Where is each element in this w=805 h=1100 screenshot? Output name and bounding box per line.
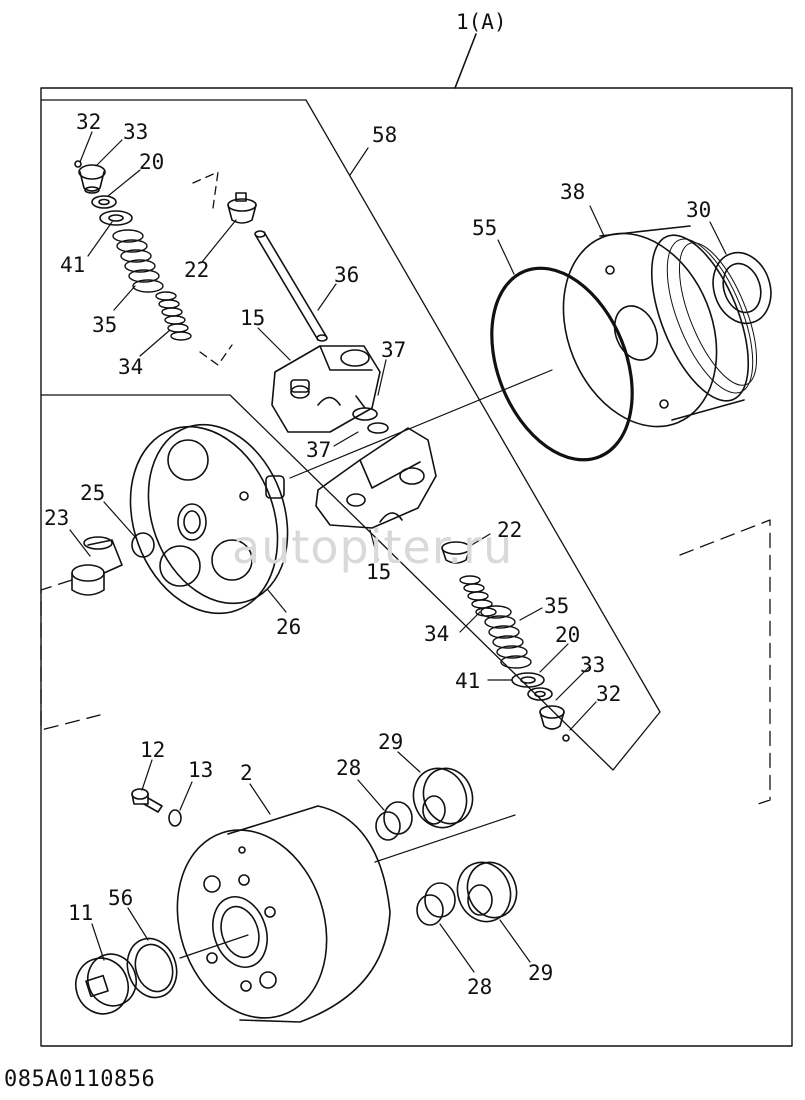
washer-small-part — [168, 809, 182, 827]
seal-ring-lower — [456, 861, 518, 923]
plug-part — [71, 536, 123, 596]
spring-small-part — [155, 291, 192, 341]
callout-12: 12 — [140, 738, 166, 762]
callout-41-lower: 41 — [455, 669, 481, 693]
seal-ring-upper — [412, 767, 474, 829]
spring-large-part — [112, 229, 164, 293]
callout-22: 22 — [184, 258, 210, 282]
callout-15: 15 — [240, 306, 266, 330]
break-line-top — [192, 171, 219, 209]
valve-cap-part — [74, 160, 106, 194]
callout-26: 26 — [276, 615, 302, 639]
callout-25: 25 — [80, 481, 106, 505]
callout-37-lower: 37 — [306, 438, 332, 462]
shim-lower — [511, 672, 545, 688]
outer-frame — [40, 87, 793, 1047]
axis-line-lower — [374, 814, 516, 863]
callout-33: 33 — [123, 120, 149, 144]
callout-28-lower: 28 — [467, 975, 493, 999]
callout-58: 58 — [372, 123, 398, 147]
oil-seal-part — [712, 251, 772, 325]
callout-36: 36 — [334, 263, 360, 287]
valve-seat-part — [227, 192, 257, 224]
callout-32-lower: 32 — [596, 682, 622, 706]
callout-11: 11 — [68, 901, 94, 925]
valve-body-upper — [271, 345, 381, 433]
shim-part — [99, 210, 133, 226]
callout-20-lower: 20 — [555, 623, 581, 647]
callout-28: 28 — [336, 756, 362, 780]
axis-line — [289, 369, 553, 479]
callout-38: 38 — [560, 180, 586, 204]
gasket-part — [126, 937, 178, 999]
callout-35-lower: 35 — [544, 594, 570, 618]
callout-29: 29 — [378, 730, 404, 754]
pin-rod-part — [254, 230, 328, 342]
washer-part — [91, 195, 117, 209]
callout-2: 2 — [240, 761, 253, 785]
document-code: 085A0110856 — [4, 1067, 156, 1092]
axis-line-plug — [179, 934, 249, 959]
callout-29-lower: 29 — [528, 961, 554, 985]
callout-13: 13 — [188, 758, 214, 782]
callout-20: 20 — [139, 150, 165, 174]
callout-34: 34 — [118, 355, 144, 379]
end-cover-part — [562, 225, 758, 428]
assembly-leader — [454, 33, 477, 89]
end-plug-part — [75, 953, 137, 1015]
callout-37: 37 — [381, 338, 407, 362]
bolt-part — [131, 788, 163, 813]
callout-23: 23 — [44, 506, 70, 530]
callout-30: 30 — [686, 198, 712, 222]
o-ring-small-part — [131, 532, 155, 558]
callout-55: 55 — [472, 216, 498, 240]
callout-34-lower: 34 — [424, 622, 450, 646]
watermark-text: autopiter.ru — [232, 520, 514, 574]
valve-body-lower — [315, 427, 437, 529]
piston-lower — [416, 882, 456, 926]
callout-22-lower: 22 — [497, 518, 523, 542]
callout-32: 32 — [76, 110, 102, 134]
o-ring-part — [490, 266, 634, 462]
spring-small-lower — [459, 575, 497, 617]
valve-seat-lower — [441, 541, 471, 564]
callout-41: 41 — [60, 253, 86, 277]
valve-cap-lower — [539, 705, 570, 742]
ball-seat-parts — [352, 395, 389, 434]
pump-housing-part — [176, 805, 391, 1023]
break-line-right — [679, 519, 771, 807]
callout-33-lower: 33 — [580, 653, 606, 677]
spring-large-lower — [480, 605, 532, 669]
break-line-left — [40, 579, 101, 731]
callout-15-lower: 15 — [366, 560, 392, 584]
break-line-mid — [199, 344, 233, 366]
assembly-label: 1(A) — [456, 10, 507, 34]
callout-56: 56 — [108, 886, 134, 910]
washer-lower — [527, 687, 553, 701]
subassembly-boundary — [40, 99, 661, 771]
callout-35: 35 — [92, 313, 118, 337]
piston-upper — [375, 801, 413, 841]
callout-leaders — [69, 131, 727, 973]
port-plate-part — [129, 423, 289, 615]
